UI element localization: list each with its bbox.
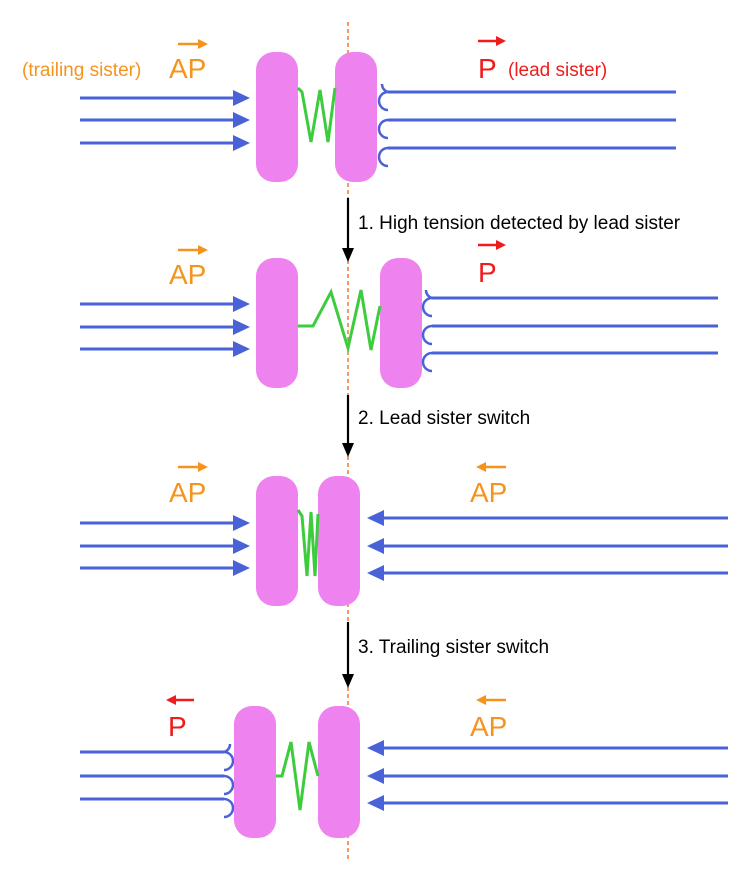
left-arrowhead-icons	[233, 296, 250, 357]
step-2-arrow	[342, 395, 354, 457]
kinetochore-right	[318, 706, 360, 838]
panel4-left-label: P	[168, 711, 187, 742]
right-microtubules	[380, 746, 728, 805]
step-1-arrow	[342, 198, 354, 262]
right-microtubules	[432, 296, 718, 355]
panel-2: AP P	[80, 240, 718, 388]
panel1-left-label: AP	[169, 53, 206, 84]
left-microtubules	[80, 521, 238, 570]
kinetochore-left	[256, 476, 298, 606]
left-arrowhead-icons	[233, 90, 250, 151]
step-3-label: 3. Trailing sister switch	[358, 637, 549, 658]
ap-right-arrow-icon	[178, 39, 208, 49]
p-right-arrow-icon	[478, 240, 506, 250]
right-microtubules	[380, 516, 728, 575]
cohesion-spring	[276, 741, 320, 811]
kinetochore-right	[318, 476, 360, 606]
left-microtubules	[80, 96, 238, 145]
ap-left-arrow-icon	[476, 695, 506, 705]
right-arrowhead-icons	[367, 510, 384, 581]
step-3-arrow	[342, 622, 354, 688]
panel2-right-label: P	[478, 257, 497, 288]
kinetochore-left	[256, 52, 298, 182]
kinetochore-right	[380, 258, 422, 388]
panel-3: AP AP	[80, 462, 728, 606]
panel4-right-label: AP	[470, 711, 507, 742]
trailing-sister-note: (trailing sister)	[22, 60, 141, 81]
lead-sister-note: (lead sister)	[508, 60, 607, 81]
kinetochore-left	[256, 258, 298, 388]
p-left-arrow-icon	[166, 695, 194, 705]
cohesion-spring	[296, 509, 320, 577]
left-microtubules	[80, 750, 224, 801]
ap-left-arrow-icon	[476, 462, 506, 472]
left-microtubules	[80, 302, 238, 351]
panel-1: (trailing sister) AP P (lead sister)	[22, 36, 676, 182]
right-hook-icons	[377, 83, 389, 168]
panel1-right-label: P	[478, 53, 497, 84]
step-2-label: 2. Lead sister switch	[358, 408, 530, 429]
right-hook-icons	[421, 289, 433, 373]
panel-4: P AP	[80, 695, 728, 838]
panel3-right-label: AP	[470, 477, 507, 508]
right-microtubules	[388, 90, 676, 150]
ap-right-arrow-icon	[178, 245, 208, 255]
left-arrowhead-icons	[233, 515, 250, 576]
step-1-label: 1. High tension detected by lead sister	[358, 213, 681, 234]
cohesion-spring	[296, 86, 337, 143]
left-hook-icons	[223, 743, 235, 819]
panel3-left-label: AP	[169, 477, 206, 508]
p-right-arrow-icon	[478, 36, 506, 46]
ap-right-arrow-icon	[178, 462, 208, 472]
right-arrowhead-icons	[367, 740, 384, 811]
kinetochore-left	[234, 706, 276, 838]
kinetochore-right	[335, 52, 377, 182]
panel2-left-label: AP	[169, 259, 206, 290]
cohesion-spring	[298, 288, 382, 354]
